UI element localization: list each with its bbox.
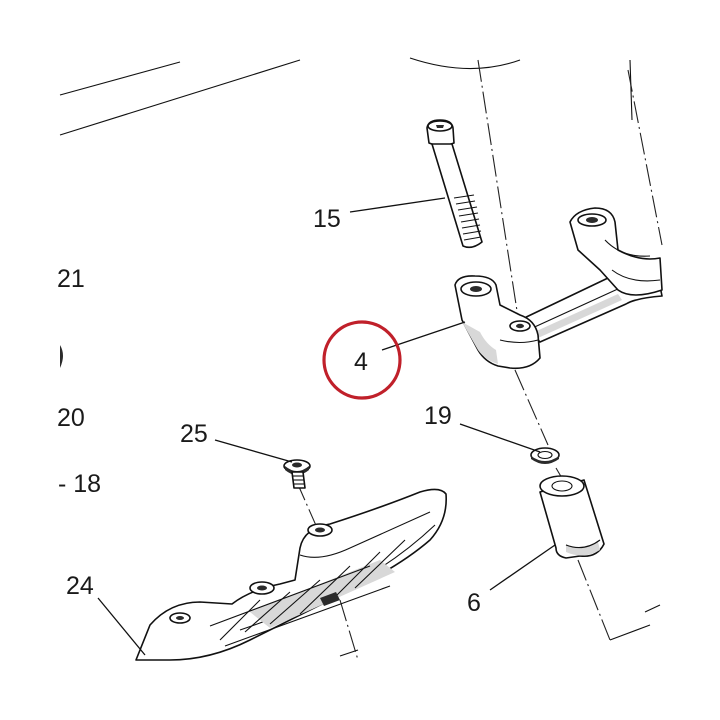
callout-20: 20: [57, 404, 85, 432]
callout-24: 24: [66, 572, 94, 600]
upper-panel-edges: [59, 57, 633, 136]
bolt-part-15: [426, 119, 483, 249]
callout-18: - 18: [58, 470, 101, 498]
clipped-part-edge: [60, 345, 63, 368]
callout-25: 25: [180, 420, 208, 448]
callout-21: 21: [57, 265, 85, 293]
bracket-part-4: [454, 207, 663, 370]
step-plate-part-24: [135, 488, 447, 661]
bushing-part-6: [539, 475, 605, 559]
leader-lines: [97, 197, 556, 656]
callout-6: 6: [467, 589, 481, 617]
callout-15: 15: [313, 205, 341, 233]
callout-19: 19: [424, 402, 452, 430]
highlight-circle: [322, 320, 402, 400]
screw-part-25: [283, 459, 311, 489]
callout-4: 4: [354, 348, 368, 376]
